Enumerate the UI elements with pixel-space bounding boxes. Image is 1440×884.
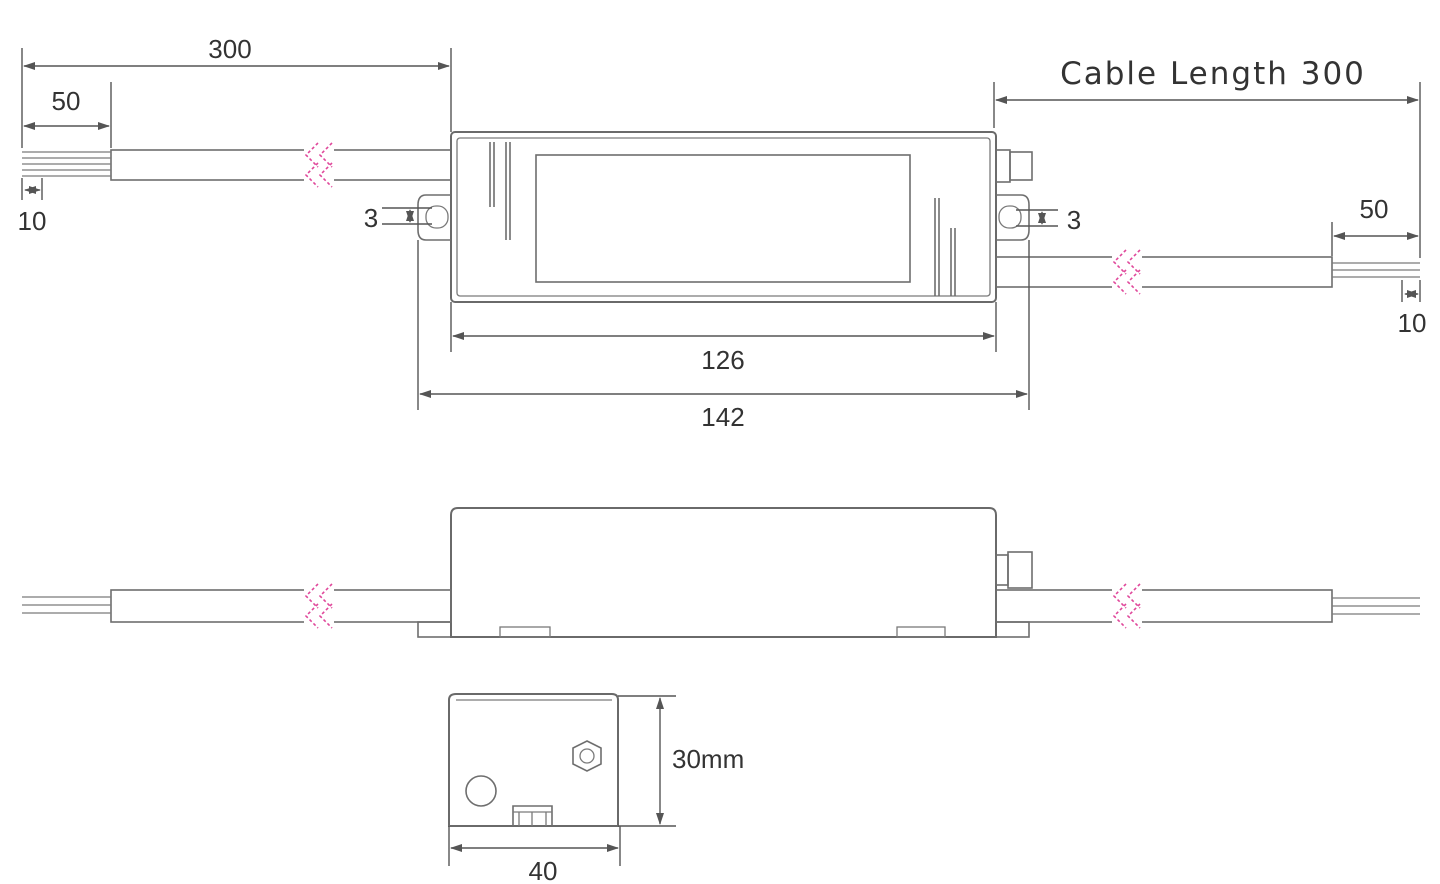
end-view: 30mm 40 <box>448 693 744 884</box>
dim-label: 10 <box>18 206 47 236</box>
dim-label: 10 <box>1398 308 1427 338</box>
right-cable <box>995 247 1420 297</box>
break-mark <box>318 583 333 629</box>
dim-label: 142 <box>701 402 744 432</box>
dim-tip-right-10: 10 <box>1398 280 1427 338</box>
dim-label: 50 <box>52 86 81 116</box>
dim-label: 126 <box>701 345 744 375</box>
dim-tip-left-10: 10 <box>18 178 47 236</box>
dim-cable-length-300: Cable Length 300 <box>993 56 1421 258</box>
dim-label: 3 <box>1067 205 1081 235</box>
break-mark <box>1126 249 1141 295</box>
dim-height-30mm: 30mm <box>618 695 744 827</box>
dim-strip-right-50: 50 <box>1331 194 1419 256</box>
nut-icon <box>572 740 602 772</box>
dim-width-40: 40 <box>448 826 621 884</box>
break-mark <box>304 583 319 629</box>
housing-top <box>417 131 1033 303</box>
label-window <box>535 154 911 283</box>
dim-label: 3 <box>364 203 378 233</box>
break-mark <box>1112 583 1127 629</box>
dim-label: 300 <box>208 34 251 64</box>
top-view: 300 50 10 3 3 <box>18 34 1427 432</box>
dim-overall-142: 142 <box>417 240 1030 432</box>
dim-label: 30mm <box>672 744 744 774</box>
side-view <box>22 507 1420 638</box>
dim-label: 50 <box>1360 194 1389 224</box>
dim-body-126: 126 <box>450 302 997 375</box>
dim-strip-left-50: 50 <box>23 82 112 148</box>
dim-tab-left-3: 3 <box>364 203 432 233</box>
break-mark <box>1126 583 1141 629</box>
break-mark <box>1112 249 1127 295</box>
break-mark <box>304 142 319 188</box>
left-cable <box>22 140 452 190</box>
dim-cable-left-300: 300 <box>21 34 452 148</box>
break-mark <box>318 142 333 188</box>
cable-length-label: Cable Length 300 <box>1060 56 1366 92</box>
dim-tab-right-3: 3 <box>1016 205 1081 235</box>
dim-label: 40 <box>529 856 558 884</box>
